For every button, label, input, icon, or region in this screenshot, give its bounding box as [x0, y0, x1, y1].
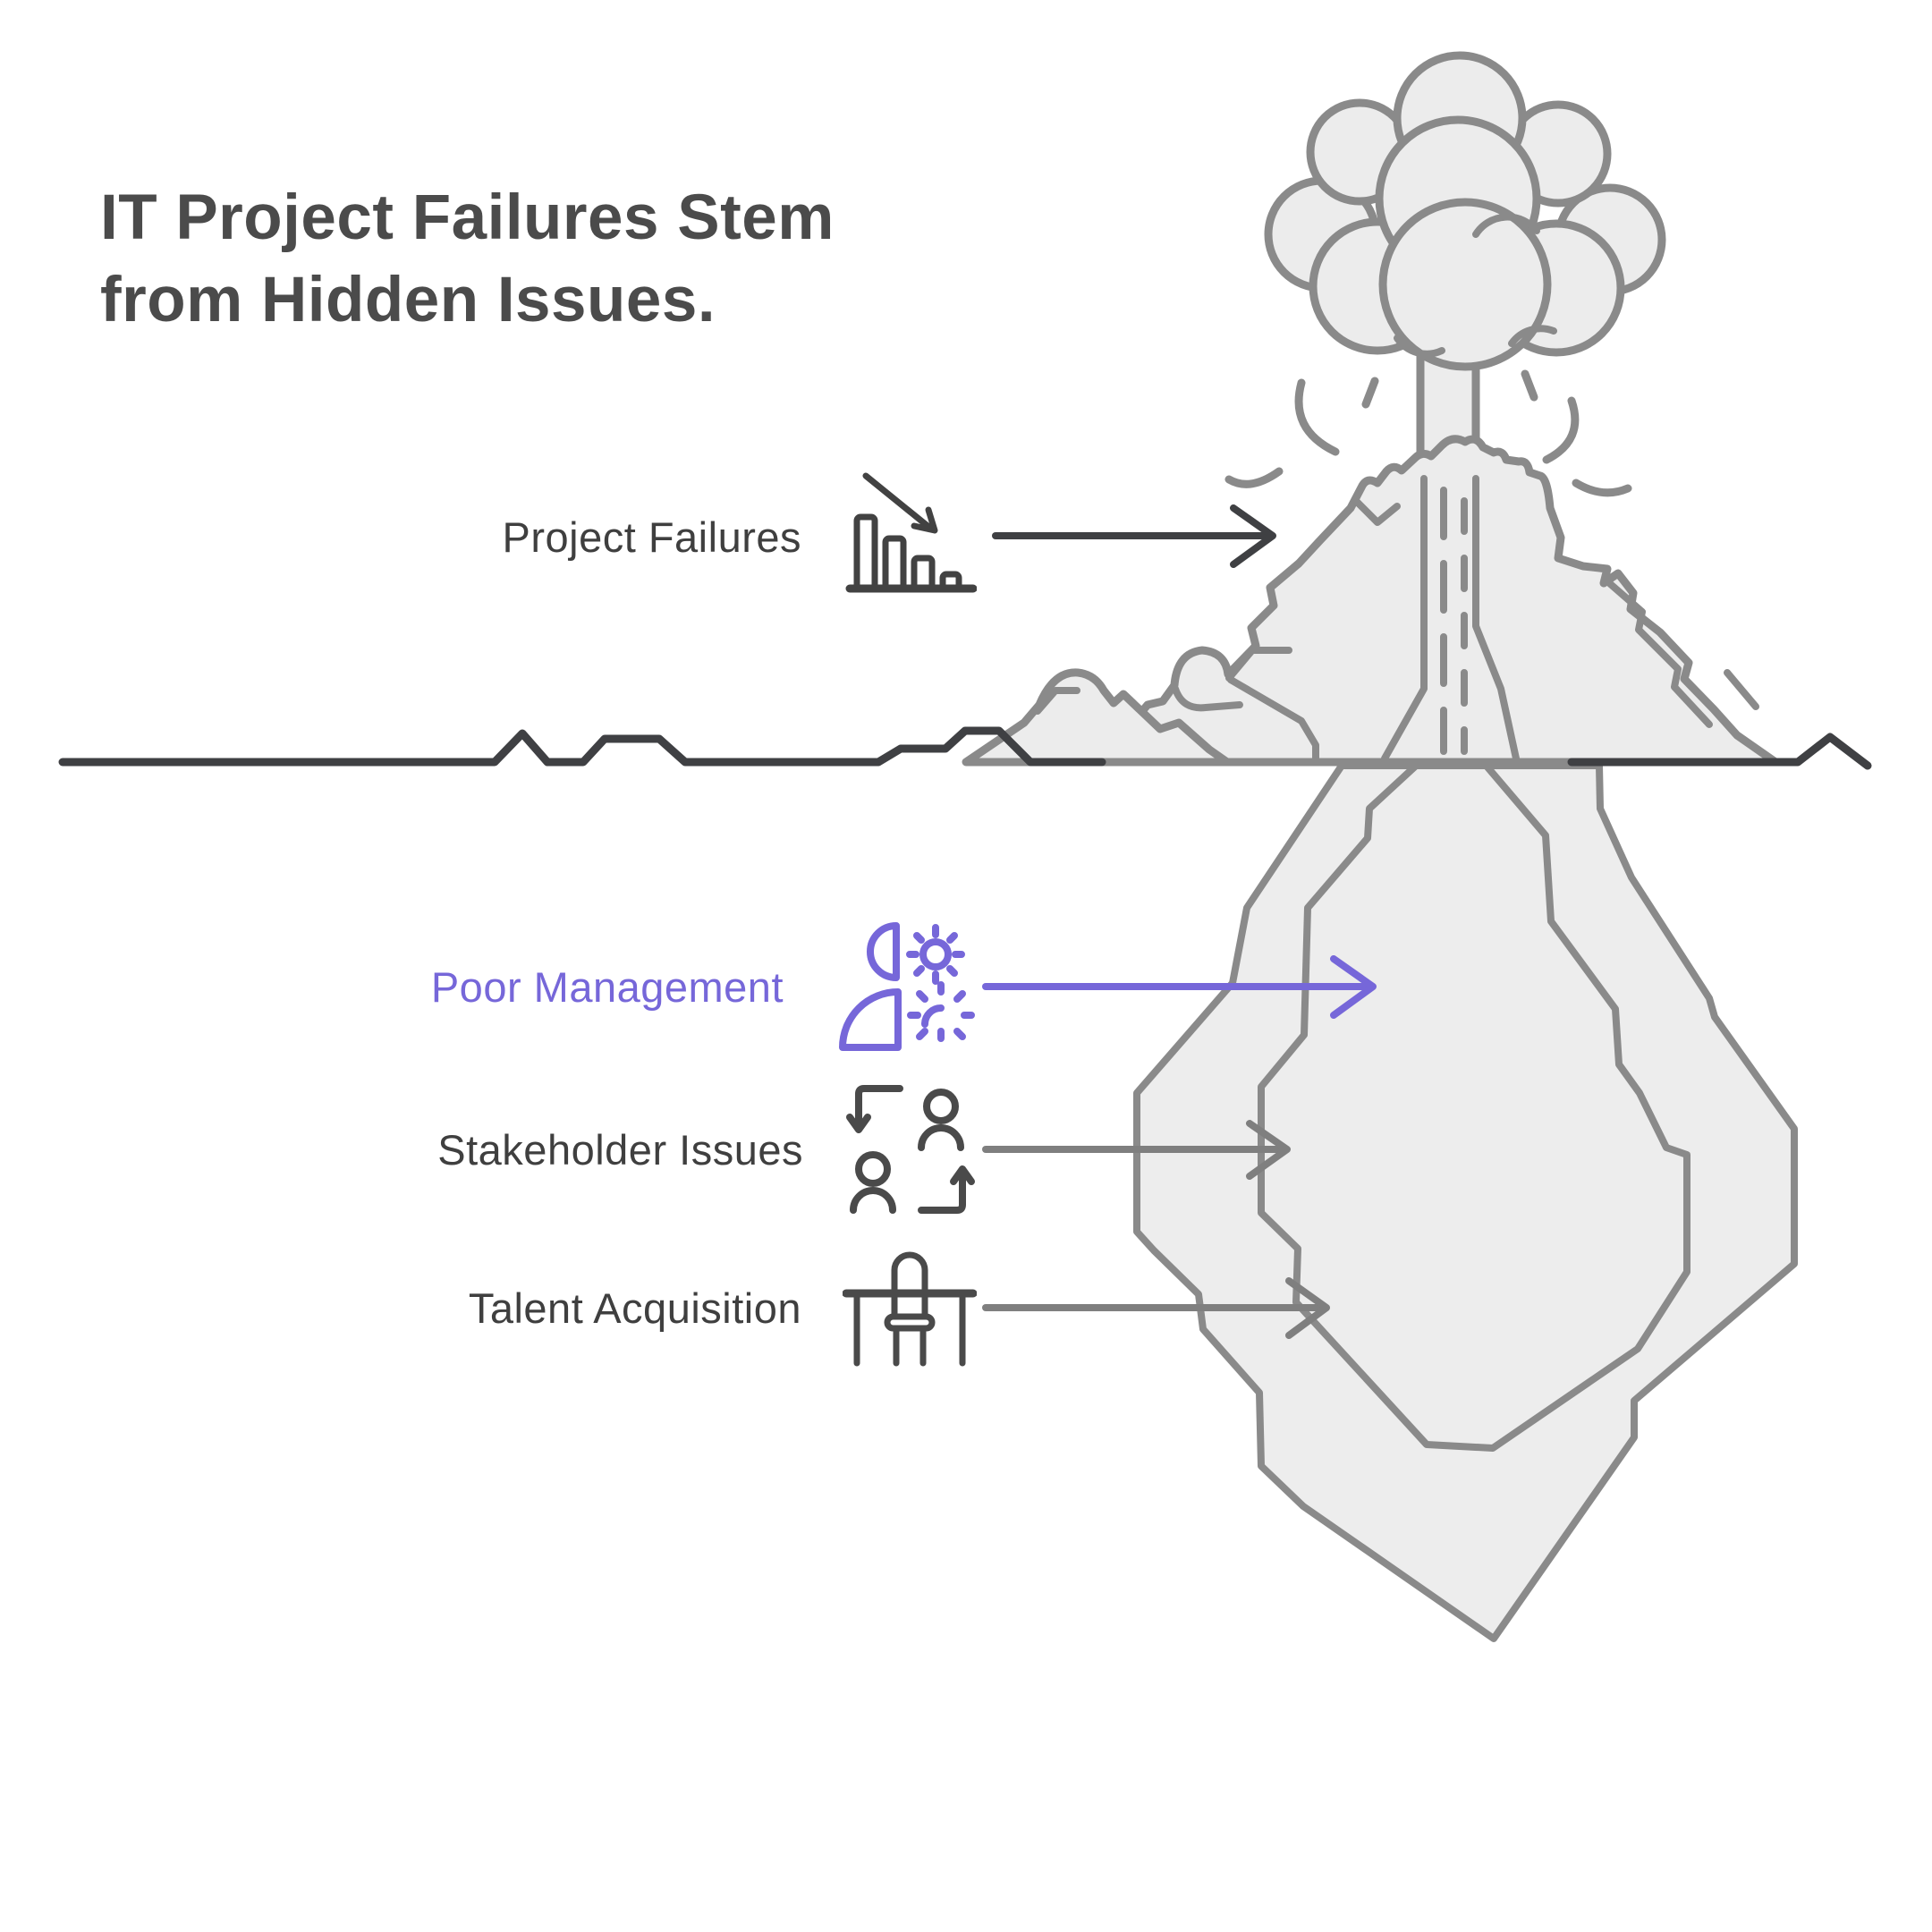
stakeholder-issues-label: Stakeholder Issues [437, 1125, 803, 1174]
page-title: IT Project Failures Stem from Hidden Iss… [100, 177, 835, 343]
arrow-poor-management [982, 955, 1377, 1019]
person-gears-icon [839, 922, 975, 1051]
label-row-poor-management: Poor Management [0, 915, 977, 1058]
declining-bar-chart-icon [845, 472, 977, 593]
arrow-project-failures [992, 504, 1276, 568]
page-title-line1: IT Project Failures Stem [100, 182, 835, 253]
arrow-stakeholder-issues [982, 1120, 1291, 1180]
interview-desk-icon [843, 1251, 977, 1367]
arrow-talent-acquisition [982, 1277, 1330, 1339]
label-row-project-failures: Project Failures [0, 465, 977, 608]
label-row-talent-acquisition: Talent Acquisition [0, 1236, 977, 1379]
people-exchange-icon [846, 1085, 975, 1214]
magma-conduit [1381, 475, 1520, 762]
volcano-body [1095, 435, 1780, 767]
foothill-step-line [1034, 687, 1080, 715]
lava-splashes [1224, 369, 1632, 497]
talent-acquisition-label: Talent Acquisition [468, 1284, 801, 1332]
label-row-stakeholder-issues: Stakeholder Issues [0, 1078, 977, 1221]
page-title-line2: from Hidden Issues. [100, 265, 716, 336]
underwater-mass-outline [1133, 762, 1798, 1642]
cloud-inner-arcs [1394, 213, 1557, 358]
project-failures-label: Project Failures [502, 513, 801, 561]
eruption-cloud [1264, 51, 1666, 371]
poor-management-label: Poor Management [430, 962, 784, 1011]
waterline [58, 726, 1872, 770]
foothill [962, 668, 1232, 767]
volcano-facet-lines [1172, 497, 1759, 766]
